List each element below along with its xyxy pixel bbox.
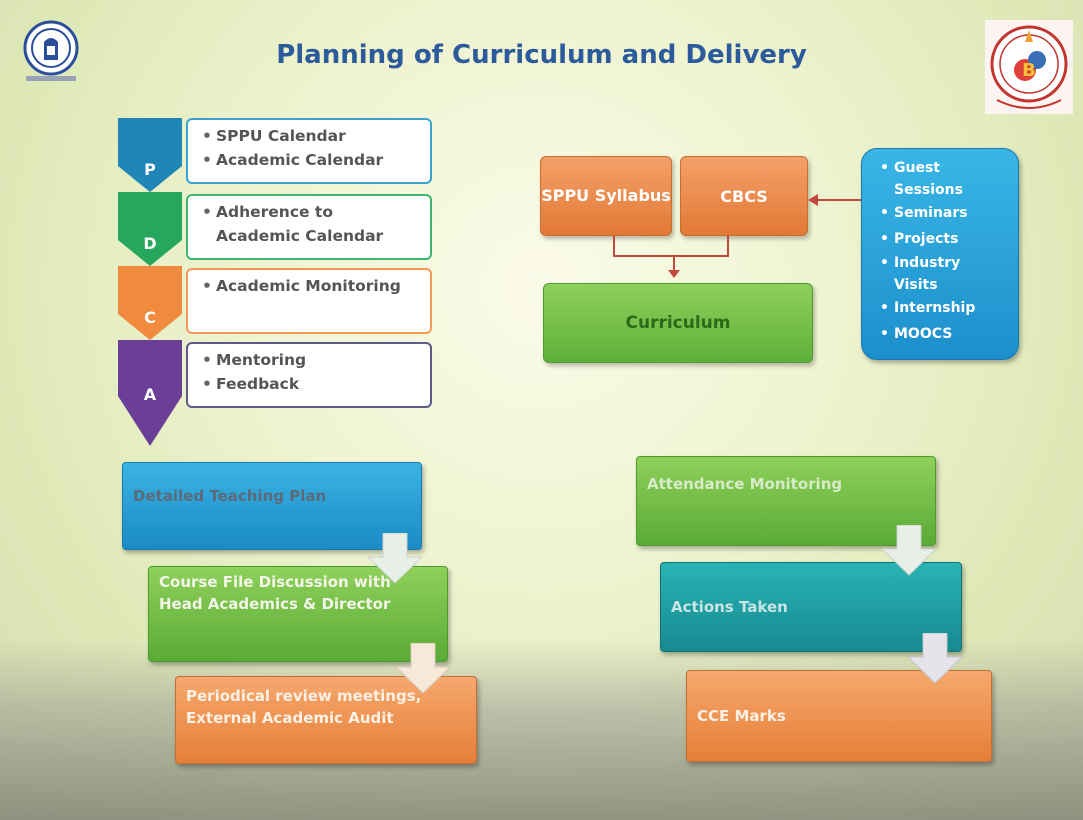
review-meetings-box: Periodical review meetings, External Aca…: [175, 676, 477, 764]
cbcs-box: CBCS: [680, 156, 808, 236]
activity-item: Internship: [880, 296, 1008, 322]
pdca-chevron-c: [118, 266, 182, 340]
actions-taken-box: Actions Taken: [660, 562, 962, 652]
university-seal-icon: B: [985, 20, 1073, 114]
pdca-box-act: Mentoring Feedback: [186, 342, 432, 408]
pdca-chevrons: [118, 118, 182, 446]
pdca-letter-c: C: [144, 308, 156, 327]
page-title: Planning of Curriculum and Delivery: [276, 40, 807, 70]
pdca-plan-item: SPPU Calendar: [202, 124, 420, 148]
pdca-check-item: Academic Monitoring: [202, 274, 420, 298]
pdca-plan-item: Academic Calendar: [202, 148, 420, 172]
attendance-box: Attendance Monitoring: [636, 456, 936, 546]
activity-item: MOOCS: [880, 322, 1008, 348]
pdca-chevron-d: [118, 192, 182, 266]
pdca-box-check: Academic Monitoring: [186, 268, 432, 334]
pdca-chevron-p: [118, 118, 182, 192]
activity-item: Seminars: [880, 201, 1008, 227]
pdca-chevron-a: [118, 340, 182, 446]
activity-item: Projects: [880, 227, 1008, 253]
activity-item: Guest Sessions: [880, 157, 1008, 201]
svg-text:B: B: [1022, 60, 1036, 81]
sppu-syllabus-box: SPPU Syllabus: [540, 156, 672, 236]
college-logo-icon: [23, 20, 79, 81]
down-arrow-icon: [366, 533, 424, 584]
teaching-plan-box: Detailed Teaching Plan: [122, 462, 422, 550]
pdca-act-item: Feedback: [202, 372, 420, 396]
curriculum-connectors: [613, 194, 862, 278]
pdca-letter-d: D: [143, 234, 157, 253]
pdca-box-plan: SPPU Calendar Academic Calendar: [186, 118, 432, 184]
pdca-act-item: Mentoring: [202, 348, 420, 372]
activity-item: Industry Visits: [880, 252, 1008, 296]
cce-marks-box: CCE Marks: [686, 670, 992, 762]
down-arrow-icon: [394, 643, 452, 694]
down-arrow-icon: [906, 633, 964, 684]
down-arrow-icon: [880, 525, 938, 576]
activities-panel: Guest Sessions Seminars Projects Industr…: [861, 148, 1019, 360]
pdca-letter-a: A: [143, 385, 157, 404]
pdca-do-item: Adherence to Academic Calendar: [202, 200, 420, 248]
curriculum-box: Curriculum: [543, 283, 813, 363]
pdca-box-do: Adherence to Academic Calendar: [186, 194, 432, 260]
pdca-letter-p: P: [144, 160, 156, 179]
course-file-box: Course File Discussion with Head Academi…: [148, 566, 448, 662]
